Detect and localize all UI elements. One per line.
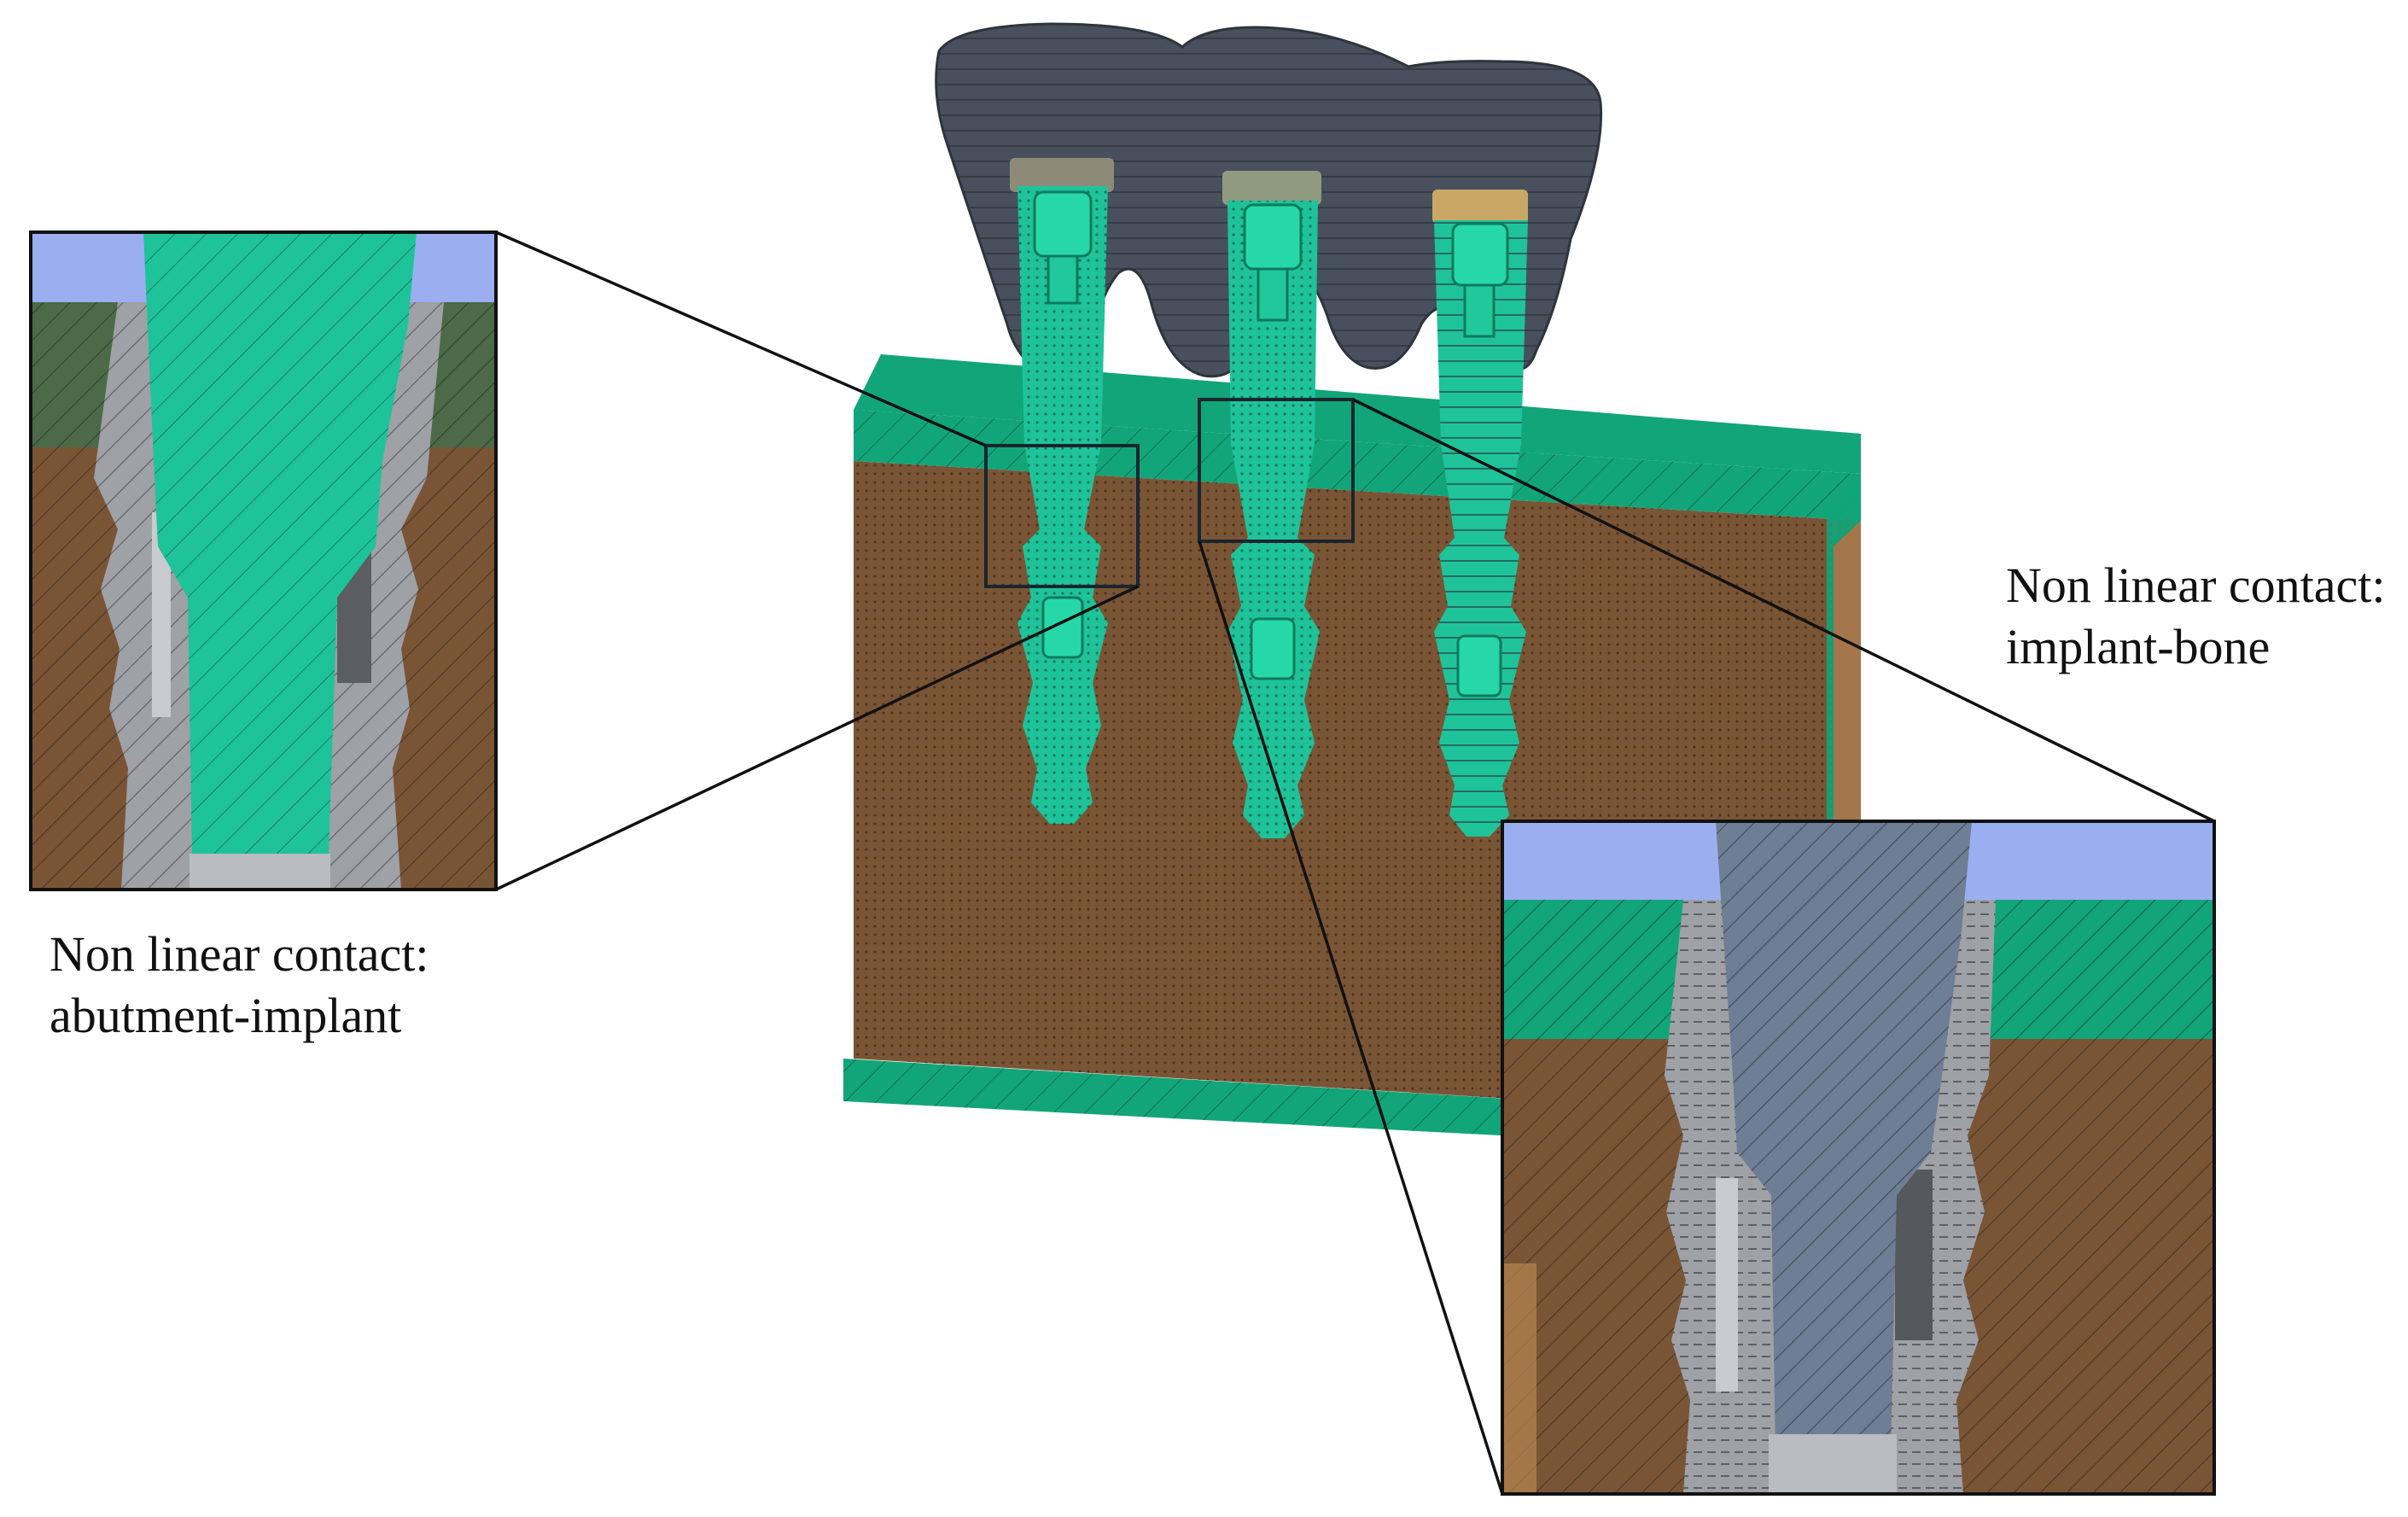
label-abutment-implant-line2: abutment-implant	[50, 988, 402, 1043]
leader-lines	[495, 230, 2215, 1495]
zoom-box-implant-bone	[1198, 398, 1355, 543]
bone-block-top-surface	[854, 354, 1861, 474]
inset-implant-bone	[1502, 821, 2214, 1494]
inset-right-frame	[1501, 820, 2216, 1496]
zoom-box-abutment-implant	[984, 444, 1140, 588]
inset-left-frame	[29, 230, 498, 891]
label-abutment-implant: Non linear contact: abutment-implant	[50, 924, 429, 1047]
label-implant-bone: Non linear contact: implant-bone	[2006, 555, 2386, 678]
label-implant-bone-line1: Non linear contact:	[2006, 557, 2386, 613]
inset-abutment-implant	[31, 232, 496, 890]
implant-right	[1432, 190, 1528, 837]
label-implant-bone-line2: implant-bone	[2006, 619, 2271, 674]
label-abutment-implant-line1: Non linear contact:	[50, 926, 429, 982]
implant-middle	[1222, 171, 1321, 838]
implant-left	[1010, 158, 1114, 824]
